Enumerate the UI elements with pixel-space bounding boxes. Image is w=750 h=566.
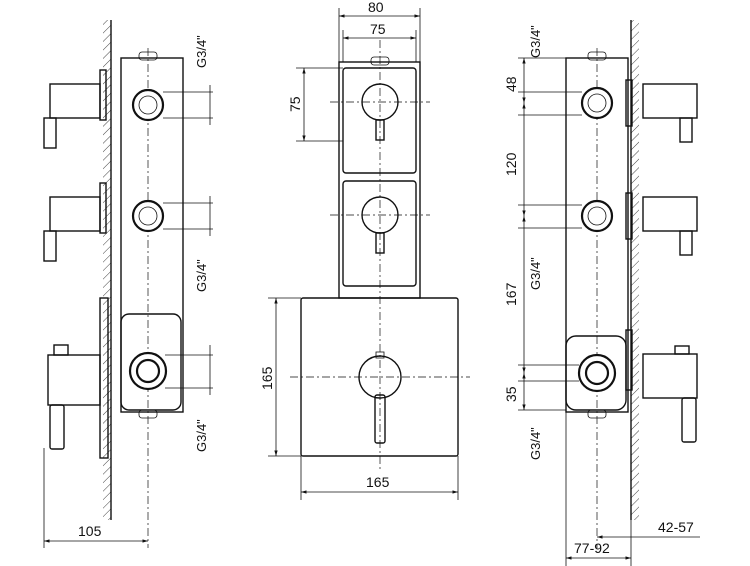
wall-hatch-left bbox=[103, 20, 111, 520]
dim-label-165-height: 165 bbox=[259, 366, 275, 390]
thread-label-right-bottom: G3/4" bbox=[528, 427, 543, 460]
dim-label-167: 167 bbox=[503, 282, 519, 306]
front-top-cap bbox=[370, 56, 390, 66]
dim-label-48: 48 bbox=[503, 76, 519, 92]
left-side-view: G3/4" G3/4" G3/4" 105 bbox=[43, 20, 213, 548]
valve-body-left bbox=[120, 57, 184, 413]
trim-plate-top bbox=[330, 67, 430, 174]
wall-hatch-right bbox=[631, 20, 639, 520]
thread-label-left-middle: G3/4" bbox=[194, 259, 209, 292]
handle-middle-left bbox=[43, 182, 213, 262]
dim-label-105: 105 bbox=[78, 523, 102, 539]
dim-label-75-height: 75 bbox=[287, 96, 303, 112]
dim-label-120: 120 bbox=[503, 152, 519, 176]
dim-label-75-width: 75 bbox=[370, 21, 386, 37]
handle-top-left bbox=[43, 69, 213, 149]
trim-plate-middle bbox=[330, 180, 430, 287]
handle-top-right bbox=[518, 79, 698, 143]
diverter-block-left bbox=[47, 297, 213, 459]
thread-label-left-bottom: G3/4" bbox=[194, 419, 209, 452]
handle-middle-right bbox=[518, 192, 698, 256]
thread-label-right-middle: G3/4" bbox=[528, 257, 543, 290]
diverter-block-right bbox=[518, 329, 698, 443]
dim-label-165-width: 165 bbox=[366, 474, 390, 490]
trim-plate-large bbox=[290, 297, 470, 457]
thread-label-right-top: G3/4" bbox=[528, 25, 543, 58]
thread-label-left-top: G3/4" bbox=[194, 35, 209, 68]
dim-label-42-57: 42-57 bbox=[658, 519, 694, 535]
right-side-view: 48 120 167 35 G3/4" G3/4" G3/4" 42-57 77… bbox=[503, 20, 700, 566]
dim-label-77-92: 77-92 bbox=[574, 540, 610, 556]
front-view: 80 75 75 bbox=[259, 0, 470, 500]
dim-label-35: 35 bbox=[503, 386, 519, 402]
dim-label-80: 80 bbox=[368, 0, 384, 15]
back-plate bbox=[338, 61, 421, 299]
port-cap-top-left bbox=[138, 51, 158, 61]
port-cap-top-right bbox=[587, 51, 607, 61]
